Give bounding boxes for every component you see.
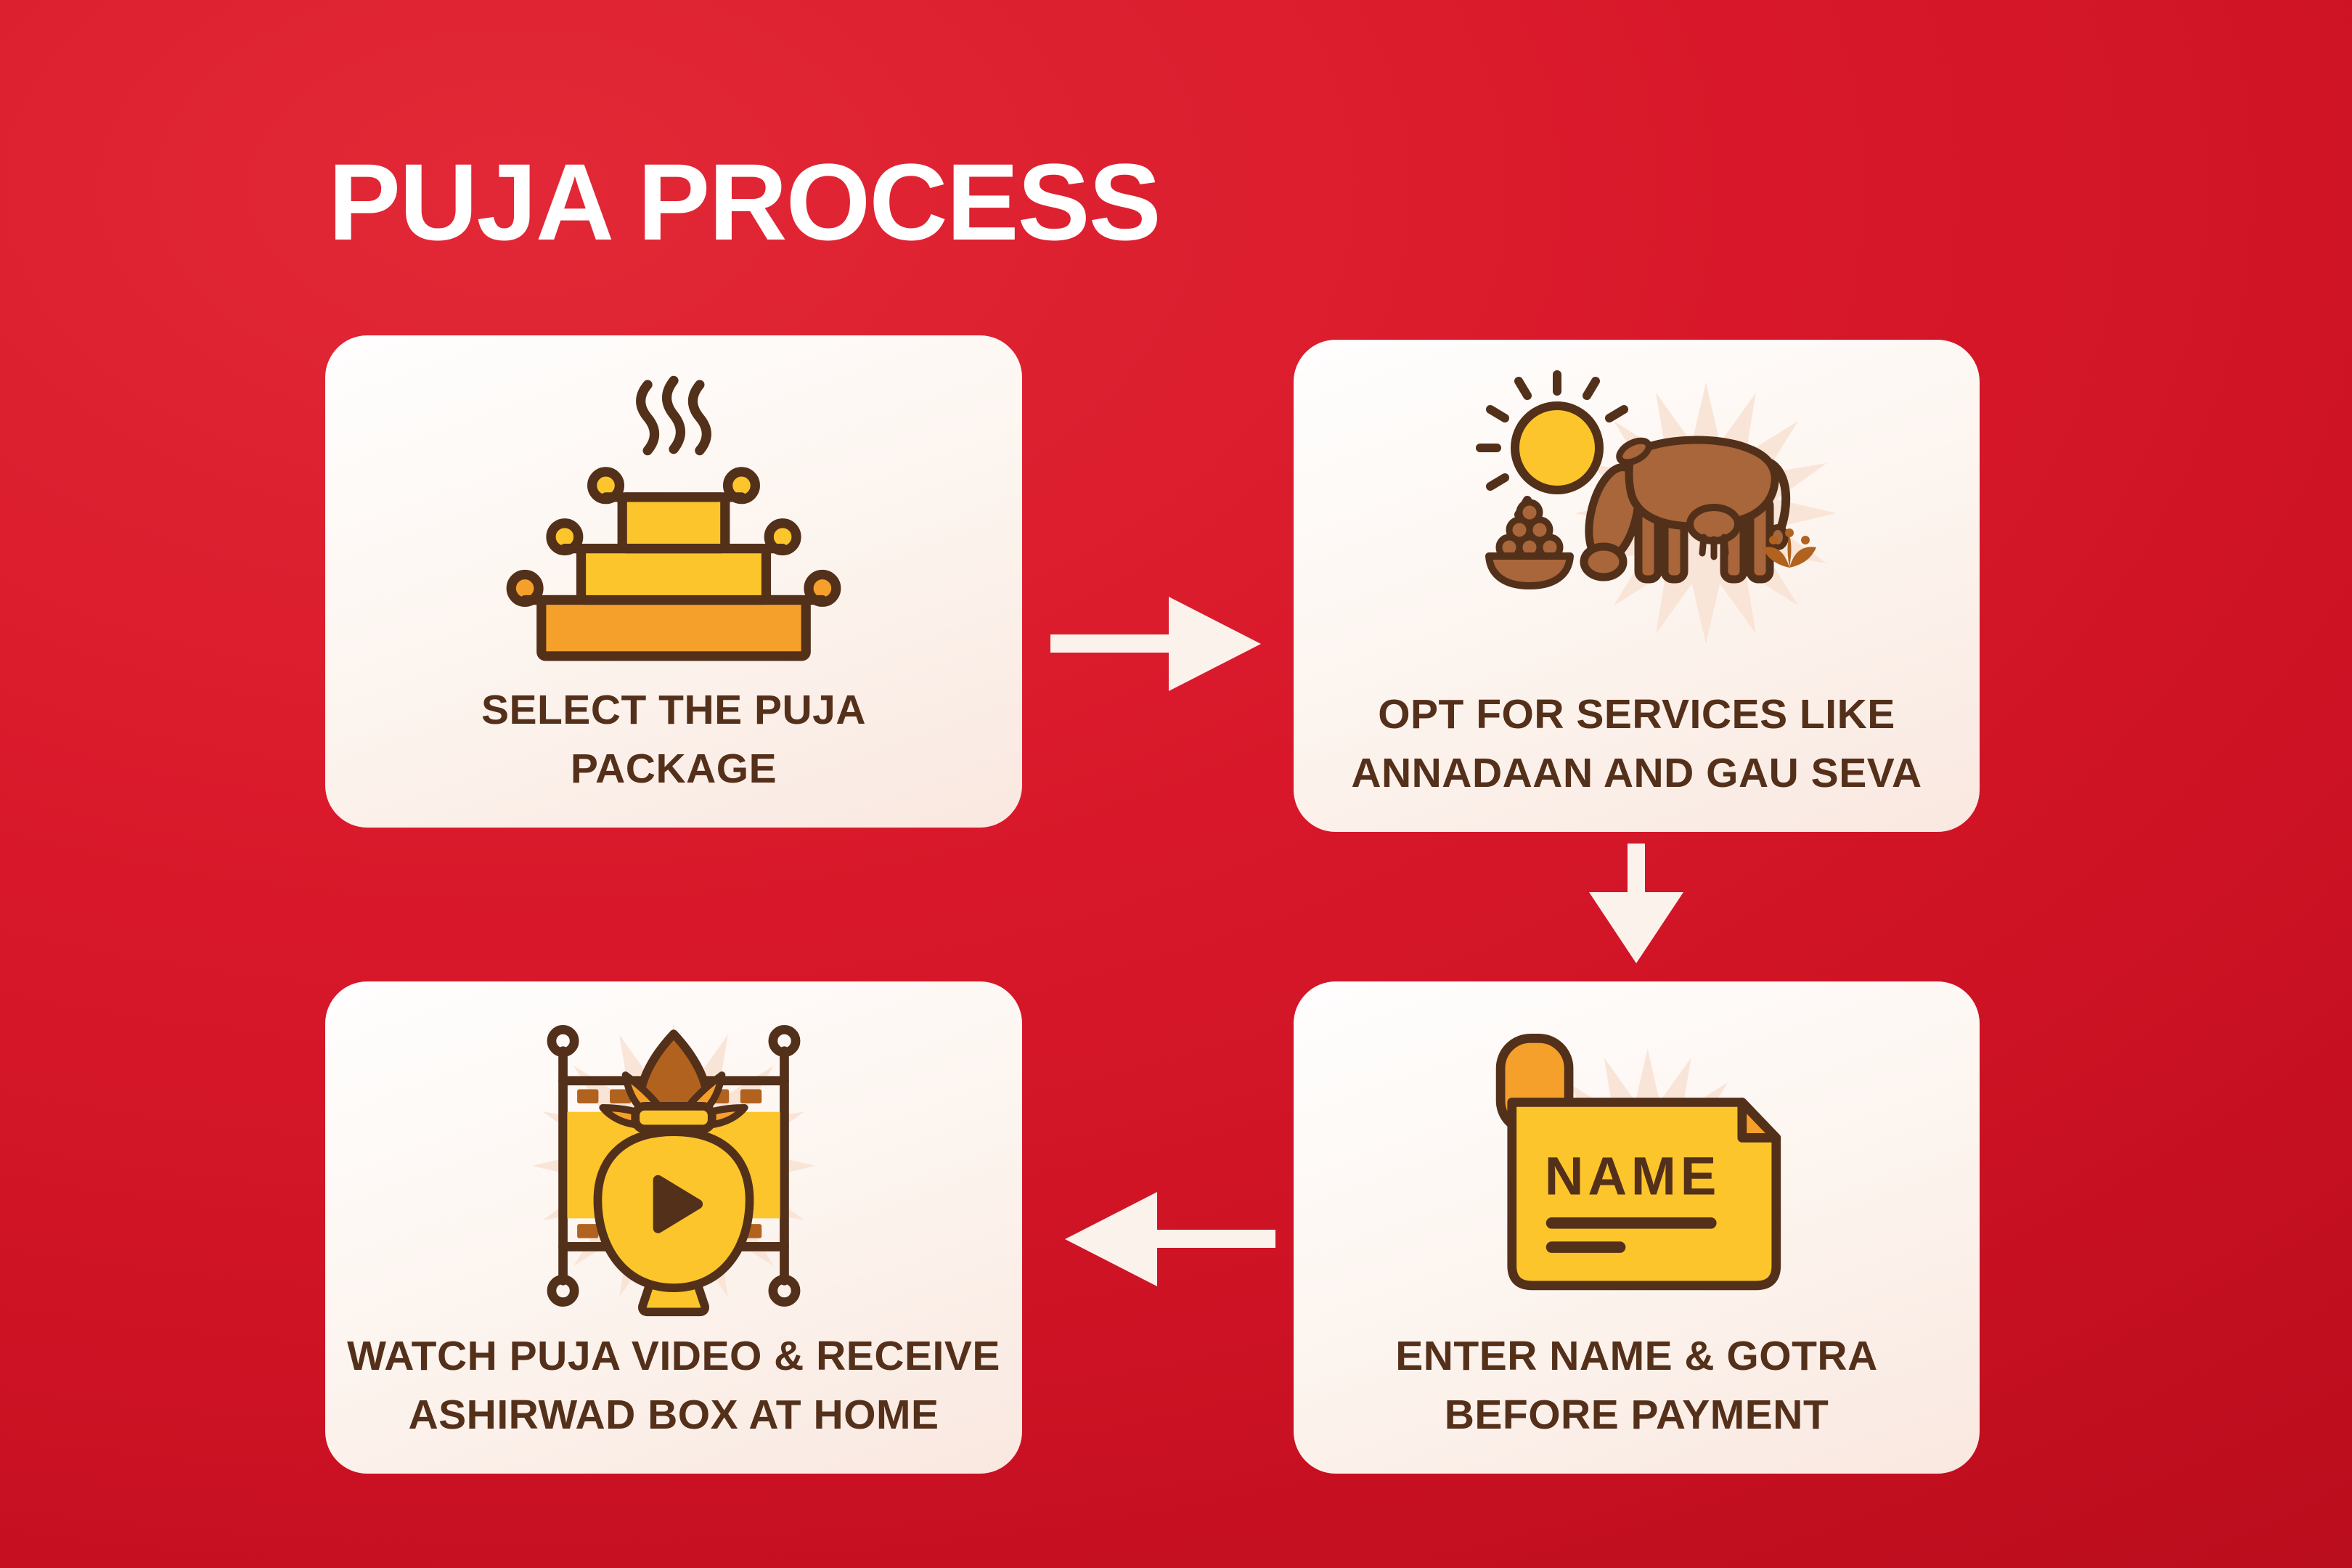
step-3-caption: ENTER NAME & GOTRA BEFORE PAYMENT [1395, 1327, 1878, 1445]
name-label: NAME [1544, 1146, 1720, 1206]
page-title: PUJA PROCESS [328, 141, 1161, 263]
caption-line: ANNADAAN AND GAU SEVA [1351, 749, 1922, 796]
kalash-video-icon [531, 1024, 816, 1317]
cow-grazing-icon [1475, 370, 1837, 644]
plant-decoration [1762, 528, 1816, 568]
caption-line: WATCH PUJA VIDEO & RECEIVE [347, 1333, 1000, 1379]
step-card-services: OPT FOR SERVICES LIKE ANNADAAN AND GAU S… [1294, 340, 1980, 832]
arrow-right-icon [1050, 597, 1261, 691]
step-2-icon-wrap [1448, 367, 1837, 681]
step-4-caption: WATCH PUJA VIDEO & RECEIVE ASHIRWAD BOX … [347, 1327, 1000, 1445]
name-scroll-icon: NAME [1495, 1033, 1781, 1290]
play-icon [653, 1175, 703, 1233]
step-3-icon-wrap: NAME [1466, 1009, 1808, 1323]
step-2-caption: OPT FOR SERVICES LIKE ANNADAAN AND GAU S… [1351, 685, 1922, 803]
step-card-name-gotra: NAME ENTER NAME & GOTRA BEFORE PAYMENT [1294, 981, 1980, 1474]
arrow-down-icon [1589, 844, 1683, 963]
caption-line: ENTER NAME & GOTRA [1395, 1333, 1878, 1379]
caption-line: BEFORE PAYMENT [1444, 1391, 1829, 1438]
step-card-select-package: SELECT THE PUJA PACKAGE [325, 335, 1022, 828]
step-1-caption: SELECT THE PUJA PACKAGE [481, 681, 866, 799]
caption-line: ASHIRWAD BOX AT HOME [408, 1391, 939, 1438]
step-1-icon-wrap [506, 363, 841, 677]
step-4-icon-wrap [518, 1009, 830, 1323]
arrow-left-icon [1065, 1192, 1275, 1286]
puja-tier-stand-icon [506, 375, 841, 661]
step-card-watch-video: WATCH PUJA VIDEO & RECEIVE ASHIRWAD BOX … [325, 981, 1022, 1474]
caption-line: PACKAGE [570, 745, 777, 792]
caption-line: OPT FOR SERVICES LIKE [1378, 691, 1895, 738]
caption-line: SELECT THE PUJA [481, 687, 867, 733]
